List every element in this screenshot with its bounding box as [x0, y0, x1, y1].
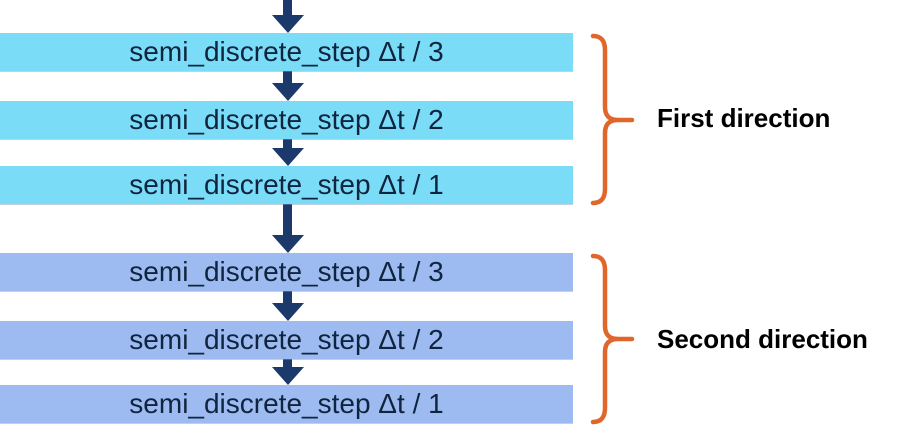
arrow-shaft — [283, 0, 292, 15]
arrow-head — [271, 367, 304, 385]
step-box: semi_discrete_step Δt / 1 — [0, 166, 573, 204]
down-arrow-icon — [271, 139, 304, 166]
arrow-head — [271, 148, 304, 166]
down-arrow-icon — [271, 0, 304, 33]
arrow-head — [271, 303, 304, 321]
down-arrow-icon — [271, 359, 304, 385]
step-box: semi_discrete_step Δt / 1 — [0, 385, 573, 423]
arrow-shaft — [283, 139, 292, 148]
arrow-head — [271, 15, 304, 33]
first-direction-label: First direction — [657, 103, 831, 133]
arrow-shaft — [283, 359, 292, 367]
down-arrow-icon — [271, 204, 304, 253]
arrow-head — [271, 83, 304, 101]
second-direction-label: Second direction — [657, 324, 868, 354]
step-box: semi_discrete_step Δt / 3 — [0, 33, 573, 71]
down-arrow-icon — [271, 291, 304, 321]
step-box: semi_discrete_step Δt / 2 — [0, 101, 573, 139]
second-direction-brace-icon — [590, 253, 635, 425]
arrow-shaft — [283, 204, 292, 235]
step-box: semi_discrete_step Δt / 3 — [0, 253, 573, 291]
arrow-shaft — [283, 71, 292, 83]
arrow-shaft — [283, 291, 292, 303]
first-direction-brace-icon — [590, 33, 635, 206]
down-arrow-icon — [271, 71, 304, 101]
step-box: semi_discrete_step Δt / 2 — [0, 321, 573, 359]
arrow-head — [271, 235, 304, 253]
